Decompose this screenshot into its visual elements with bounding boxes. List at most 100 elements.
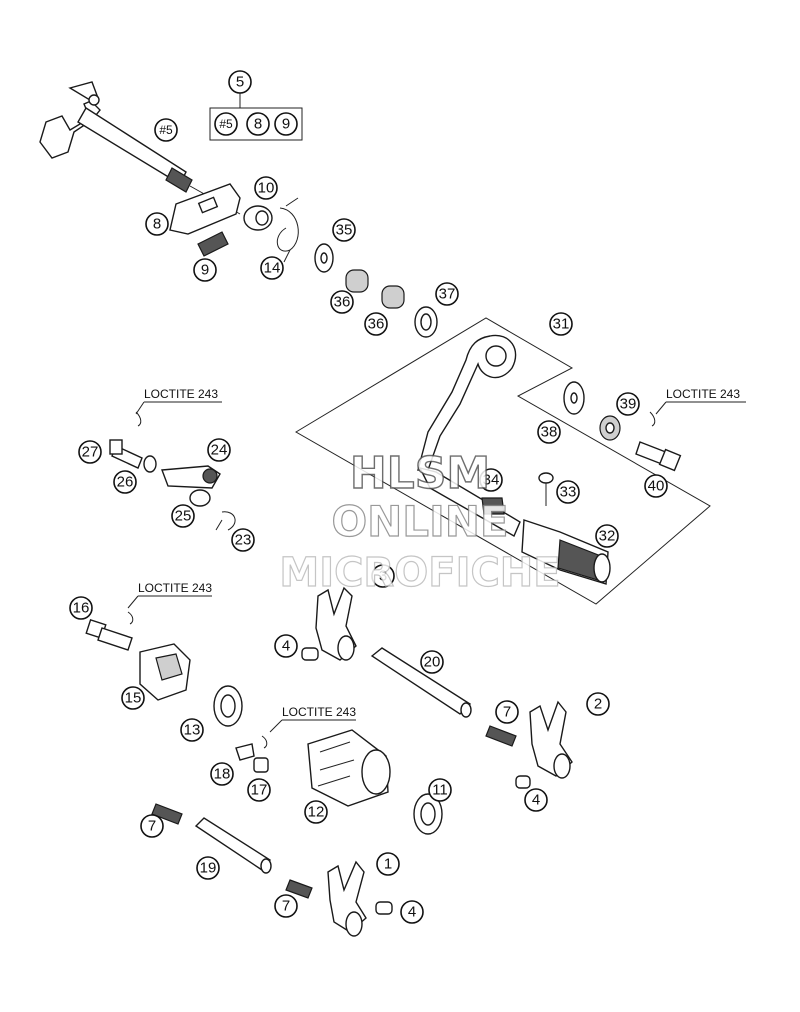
callout-label: 17 — [251, 782, 268, 799]
part-27-bolt — [109, 411, 143, 469]
callout-c8: 8 — [145, 212, 169, 236]
callout-label: 7 — [282, 898, 290, 915]
part-20-rod — [370, 647, 472, 718]
part-38-washer-hole — [570, 392, 578, 404]
callout-label: 37 — [439, 286, 456, 303]
callout-c38: 38 — [537, 420, 561, 444]
callout-circle — [644, 474, 668, 498]
callout-circle — [247, 778, 271, 802]
part-35-washer-hole — [320, 252, 328, 264]
callout-c5c: 9 — [274, 112, 298, 136]
part-10-collar — [243, 205, 273, 231]
callout-c15: 15 — [121, 686, 145, 710]
part-36-bearing-a — [345, 269, 369, 293]
shift-shaft — [39, 81, 241, 215]
callout-label: 31 — [553, 316, 570, 333]
part-32-footpeg — [521, 519, 611, 585]
loctite-label-4: LOCTITE 243 — [282, 705, 356, 719]
callout-c25: 25 — [171, 504, 195, 528]
callout-circle — [586, 692, 610, 716]
callout-circle — [207, 438, 231, 462]
loctite-line-4 — [269, 719, 356, 733]
callout-c24: 24 — [207, 438, 231, 462]
loctite-line-3 — [127, 595, 212, 609]
callout-label: 4 — [282, 638, 290, 655]
callout-label: 5 — [236, 74, 244, 91]
callout-circle — [332, 218, 356, 242]
callout-circle — [113, 470, 137, 494]
callout-circle — [549, 312, 573, 336]
part-36-bearing-b — [381, 285, 405, 309]
part-33-pin — [538, 472, 554, 506]
callout-circle — [145, 212, 169, 236]
part-31-shift-lever — [417, 334, 521, 537]
callout-circle — [246, 112, 270, 136]
callout-c1: 1 — [376, 852, 400, 876]
callout-label: 14 — [264, 260, 281, 277]
callout-circle — [274, 112, 298, 136]
callout-label: 27 — [82, 444, 99, 461]
part-9-spring — [197, 231, 229, 257]
callout-c19: 19 — [196, 856, 220, 880]
part-39-spring-washer — [599, 415, 621, 441]
callout-label: 4 — [532, 792, 540, 809]
callout-circle — [214, 112, 238, 136]
callout-circle — [121, 686, 145, 710]
part-1-shift-fork — [327, 860, 367, 937]
callout-c2: 2 — [586, 692, 610, 716]
callout-circle — [371, 564, 395, 588]
callout-c26: 26 — [113, 470, 137, 494]
callout-c23: 23 — [231, 528, 255, 552]
part-37-seal-hole — [420, 313, 432, 331]
part-3-shift-fork — [315, 586, 357, 661]
callout-label: 7 — [503, 704, 511, 721]
callout-c40: 40 — [644, 474, 668, 498]
callout-label: 39 — [620, 396, 637, 413]
part-4-roller-a — [301, 647, 319, 661]
part-14-return-spring — [276, 197, 299, 263]
callout-label: 13 — [184, 722, 201, 739]
callout-label: 12 — [308, 804, 325, 821]
callout-circle — [400, 900, 424, 924]
callout-c37: 37 — [435, 282, 459, 306]
callout-c36b: 36 — [364, 312, 388, 336]
callout-circle — [274, 634, 298, 658]
part-13-washer-hole — [220, 694, 236, 718]
part-15-shift-drum-locator — [139, 643, 191, 701]
callout-c9: 9 — [193, 258, 217, 282]
callout-c36a: 36 — [330, 290, 354, 314]
callout-c7b: 7 — [140, 814, 164, 838]
callout-c18: 18 — [210, 762, 234, 786]
callout-circle — [304, 800, 328, 824]
callout-c20: 20 — [420, 650, 444, 674]
callout-label: 10 — [258, 180, 275, 197]
part-11-washer-hole — [420, 802, 436, 826]
callout-circle — [274, 894, 298, 918]
callout-circle — [479, 468, 503, 492]
callout-label: 26 — [117, 474, 134, 491]
callout-c27: 27 — [78, 440, 102, 464]
part-26-washer — [143, 455, 157, 473]
callout-circle — [260, 256, 284, 280]
part-24-lever — [161, 465, 221, 489]
watermark-line-1: HLSM — [350, 448, 490, 499]
callout-circle — [78, 440, 102, 464]
callout-circle — [330, 290, 354, 314]
callout-circle — [171, 504, 195, 528]
callout-circle — [228, 70, 252, 94]
callout-circle — [364, 312, 388, 336]
callout-c39: 39 — [616, 392, 640, 416]
part-7-spring-c — [285, 879, 313, 899]
callout-circle — [524, 788, 548, 812]
callout-circle — [210, 762, 234, 786]
loctite-line-1 — [135, 401, 222, 415]
callout-label: 36 — [368, 316, 385, 333]
callout-label: 3 — [379, 568, 387, 585]
part-2-shift-fork — [529, 700, 573, 779]
callout-circle — [193, 258, 217, 282]
watermark: HLSM ONLINE MICROFICHE — [279, 447, 561, 596]
callout-circle — [595, 524, 619, 548]
loctite-label-2: LOCTITE 243 — [666, 387, 740, 401]
callout-circle — [231, 528, 255, 552]
